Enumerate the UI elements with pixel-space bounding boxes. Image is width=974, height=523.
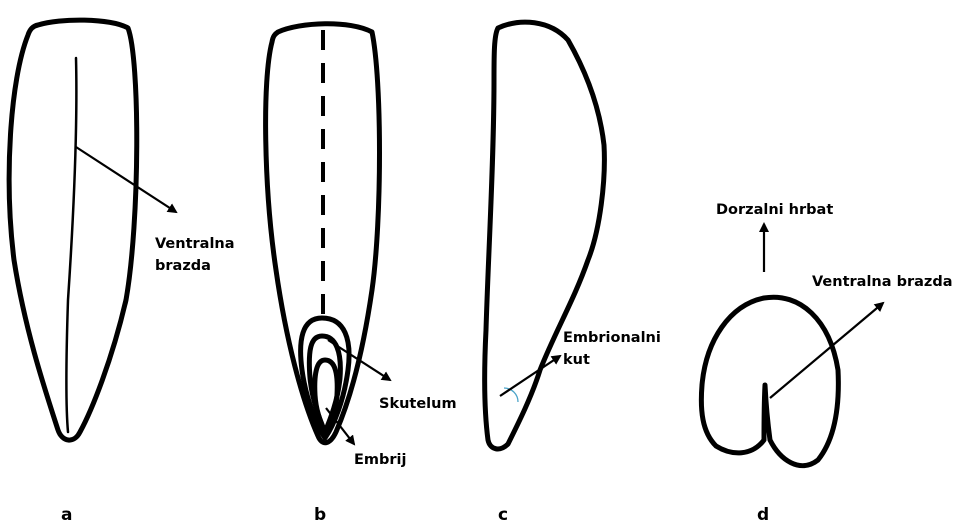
ventral-furrow-arrow	[76, 147, 176, 212]
cross-section-outline	[701, 297, 838, 465]
panel-b-letter: b	[314, 505, 326, 523]
panel-c-letter: c	[498, 505, 508, 523]
dorsal-ridge-label: Dorzalni hrbat	[716, 202, 833, 218]
ventral-furrow-label-line2: brazda	[155, 258, 211, 274]
embryo-angle-arrow	[500, 356, 560, 396]
embryo-angle-arc	[504, 388, 518, 402]
embryo-angle-label-line2: kut	[563, 352, 590, 368]
panel-b: Skutelum Embrij b	[266, 24, 457, 523]
embryo-label: Embrij	[354, 452, 407, 468]
panel-a: Ventralna brazda a	[9, 20, 234, 523]
embryo-angle-label-line1: Embrionalni	[563, 330, 661, 346]
panel-a-letter: a	[61, 505, 72, 523]
panel-d-letter: d	[757, 505, 769, 523]
scutellum-label: Skutelum	[379, 396, 457, 412]
ventral-furrow-d-arrow	[770, 303, 883, 398]
panel-d: Dorzalni hrbat Ventralna brazda d	[701, 202, 952, 523]
ventral-furrow-d-label: Ventralna brazda	[812, 274, 953, 290]
ventral-furrow-line	[67, 58, 77, 432]
panel-c: Embrionalni kut c	[485, 22, 661, 523]
ventral-furrow-label-line1: Ventralna	[155, 236, 235, 252]
grain-c-outline	[485, 22, 605, 449]
